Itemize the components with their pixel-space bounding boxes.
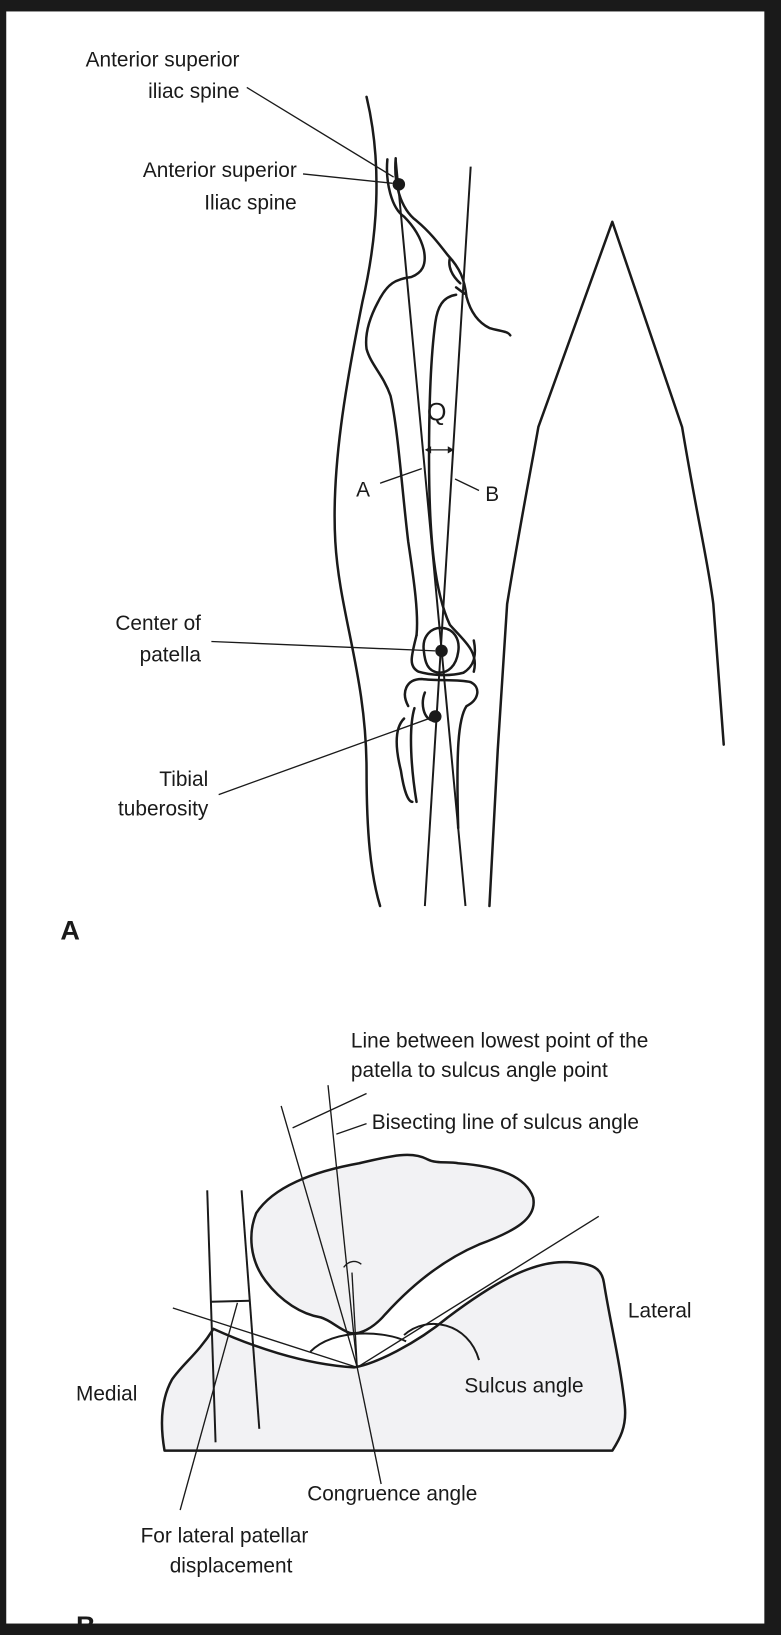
label-asis-outer-1: Anterior superior <box>86 49 240 72</box>
leader-bisecting <box>336 1123 367 1135</box>
label-displacement-2: displacement <box>170 1555 293 1578</box>
label-bisecting-line: Bisecting line of sulcus angle <box>372 1111 639 1134</box>
label-lowest-point-2: patella to sulcus angle point <box>351 1059 608 1082</box>
label-asis-outer-2: iliac spine <box>148 80 239 103</box>
congruence-angle-arc <box>343 1260 362 1268</box>
right-leg-outline <box>488 220 725 908</box>
line-lowest-point-to-sulcus <box>280 1105 358 1368</box>
label-asis-inner-2: Iliac spine <box>204 191 297 214</box>
femur-outline-medial <box>394 157 512 337</box>
leader-tibial-tuberosity <box>218 717 430 796</box>
leader-displacement <box>179 1302 239 1511</box>
line-b <box>423 166 472 907</box>
panel-a: Anterior superior iliac spine Anterior s… <box>60 49 725 945</box>
q-angle-arrow <box>424 446 455 454</box>
label-tibial-tuberosity-2: tuberosity <box>118 797 209 820</box>
label-line-b: B <box>485 483 499 506</box>
leader-line-b <box>454 478 480 492</box>
lateral-facet-line <box>356 1215 600 1368</box>
leader-lowest-point <box>292 1092 367 1129</box>
trochlear-arc-medial <box>309 1332 407 1353</box>
label-congruence-angle: Congruence angle <box>307 1483 477 1506</box>
femoral-condyles-shape <box>160 1260 627 1452</box>
tibial-tuberosity-point <box>429 710 442 723</box>
leader-asis-inner <box>302 173 393 184</box>
panel-b: Line between lowest point of the patella… <box>76 1030 692 1635</box>
label-center-patella-2: patella <box>140 643 202 666</box>
leader-line-a <box>379 467 422 484</box>
bisecting-line <box>327 1085 358 1368</box>
thigh-outline-left <box>333 95 382 908</box>
label-lowest-point-1: Line between lowest point of the <box>351 1030 648 1053</box>
patella-apex-line <box>351 1272 358 1368</box>
figure-background <box>6 11 765 1624</box>
label-displacement-1: For lateral patellar <box>141 1524 309 1547</box>
sulcus-angle-arc <box>403 1322 480 1361</box>
medial-facet-line <box>172 1307 358 1369</box>
label-line-a: A <box>356 479 370 502</box>
panel-b-label: B <box>76 1610 96 1635</box>
label-center-patella-1: Center of <box>115 612 201 635</box>
label-sulcus-angle: Sulcus angle <box>464 1374 583 1397</box>
congruence-line <box>356 1367 382 1485</box>
medial-vertical-line <box>206 1190 217 1443</box>
patella-shape <box>250 1153 535 1335</box>
line-a <box>394 158 467 907</box>
femur-outline <box>364 158 426 637</box>
tibia-outline <box>395 677 479 830</box>
label-tibial-tuberosity-1: Tibial <box>159 768 208 791</box>
label-medial: Medial <box>76 1383 137 1406</box>
label-q-angle: Q <box>427 399 446 427</box>
femur-outline-inner <box>427 257 477 673</box>
center-of-patella-point <box>435 644 448 658</box>
displacement-measure <box>211 1299 250 1303</box>
patella-vertical-line <box>240 1190 261 1429</box>
patella-outline <box>422 626 460 674</box>
asis-point <box>392 178 406 191</box>
leader-asis-outer <box>246 86 394 178</box>
label-asis-inner-1: Anterior superior <box>143 159 297 182</box>
panel-a-label: A <box>60 914 80 945</box>
leader-center-patella <box>211 640 436 652</box>
label-lateral: Lateral <box>628 1299 692 1322</box>
